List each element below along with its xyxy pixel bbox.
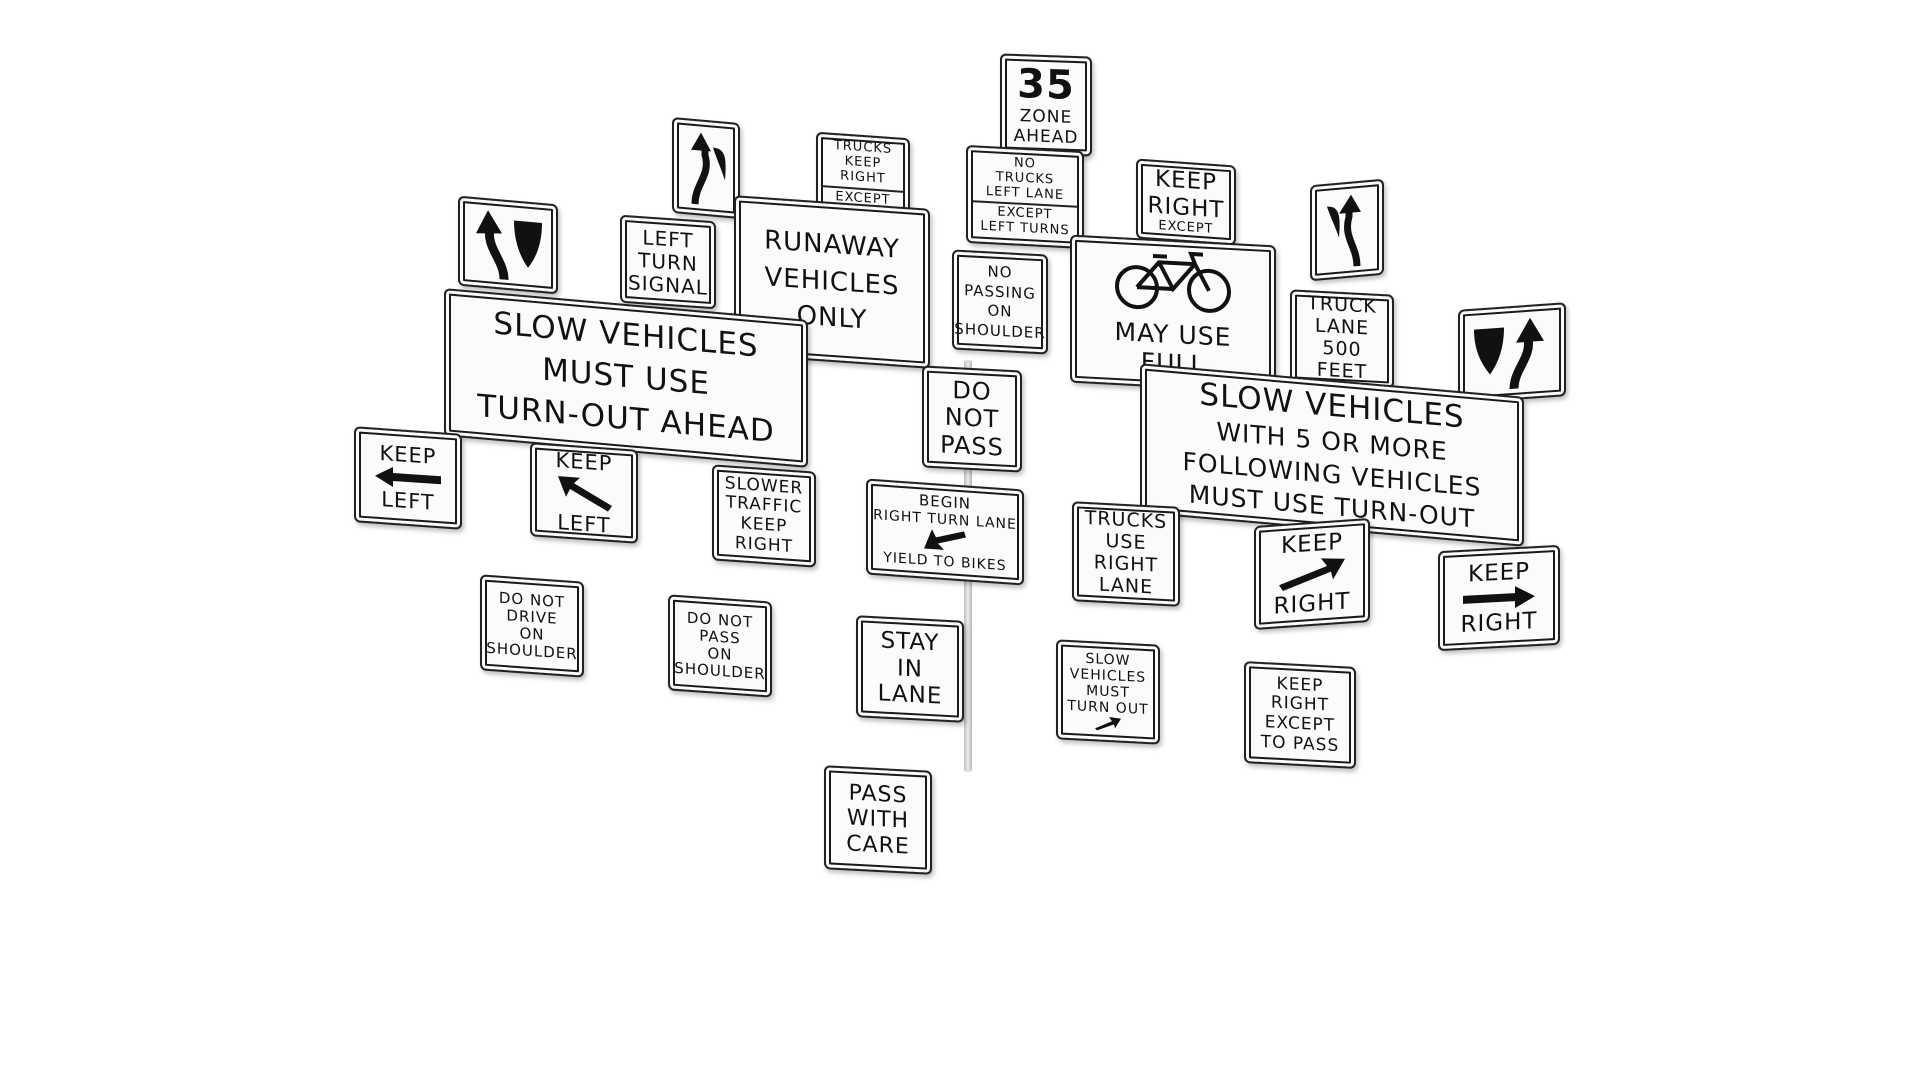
arrow-right-icon (1463, 586, 1535, 609)
no-passing-on-shoulder-sign: NO PASSING ON SHOULDER (952, 249, 1048, 355)
curve-arrow-left-icon (476, 210, 542, 281)
keep-right-sign: KEEP RIGHT (1438, 544, 1560, 652)
stay-in-lane-sign: STAY IN LANE (856, 615, 964, 723)
slow-vehicles-turnout-ahead-sign: SLOW VEHICLES MUST USE TURN-OUT AHEAD (444, 288, 808, 468)
curve-arrow-left-icon (691, 132, 726, 205)
lane-curve-sign-left (458, 195, 558, 295)
arrow-up-right-icon (1279, 558, 1345, 592)
begin-right-turn-lane-yield-sign: BEGIN RIGHT TURN LANE YIELD TO BIKES (866, 478, 1024, 586)
keep-left-diagonal-sign: KEEP LEFT (530, 442, 638, 544)
arrow-down-left-icon (924, 528, 966, 550)
lane-curve-sign-small (672, 117, 740, 219)
arrow-left-icon (375, 466, 441, 487)
slow-vehicles-must-turn-out-sign: SLOW VEHICLES MUST TURN OUT (1056, 639, 1160, 745)
trucks-use-right-lane-sign: TRUCKS USE RIGHT LANE (1072, 501, 1180, 607)
keep-right-except-sign: KEEP RIGHT EXCEPT (1136, 158, 1236, 246)
do-not-drive-on-shoulder-sign: DO NOT DRIVE ON SHOULDER (480, 574, 584, 678)
do-not-pass-on-shoulder-sign: DO NOT PASS ON SHOULDER (668, 594, 772, 698)
arrow-up-right-icon (1095, 717, 1121, 731)
slower-traffic-keep-right-sign: SLOWER TRAFFIC KEEP RIGHT (712, 464, 816, 568)
keep-left-sign: KEEP LEFT (354, 426, 462, 530)
lane-curve-sign-right-small (1310, 178, 1384, 282)
pass-with-care-sign: PASS WITH CARE (824, 765, 932, 875)
keep-right-except-to-pass-sign: KEEP RIGHT EXCEPT TO PASS (1244, 661, 1356, 769)
arrow-up-left-icon (558, 476, 612, 512)
bicycle-icon (1115, 252, 1231, 314)
truck-lane-500-feet-sign: TRUCK LANE 500 FEET (1290, 289, 1394, 389)
speed-zone-ahead-sign: 35 ZONE AHEAD (1000, 53, 1092, 157)
curve-arrow-right-icon (1474, 317, 1544, 390)
speed-number: 35 (1017, 61, 1075, 110)
curve-arrow-right-icon (1327, 194, 1361, 267)
keep-right-diagonal-sign: KEEP RIGHT (1254, 517, 1370, 631)
do-not-pass-sign: DO NOT PASS (922, 365, 1022, 473)
left-turn-signal-sign: LEFT TURN SIGNAL (620, 214, 716, 310)
no-trucks-left-lane-sign: NO TRUCKS LEFT LANE EXCEPT LEFT TURNS (966, 144, 1084, 250)
lane-curve-sign-right (1458, 302, 1566, 404)
bicycles-may-use-full-lane-sign: MAY USE FULL (1070, 234, 1276, 394)
